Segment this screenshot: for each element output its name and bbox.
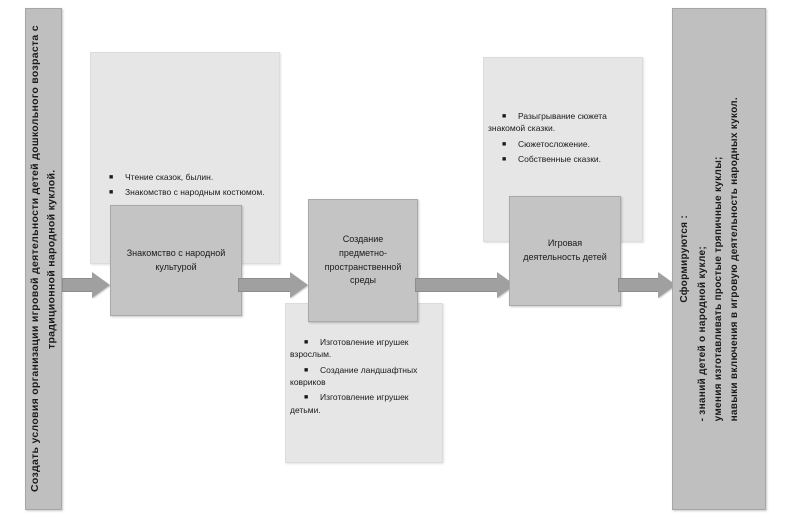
arrow-shaft: [415, 278, 499, 292]
stage-2-label: Создание предметно- пространственной сре…: [324, 233, 402, 286]
stage-3-label: Игровая деятельность детей: [523, 238, 607, 262]
list-item-label: Собственные сказки.: [518, 153, 602, 164]
goal-text-wrap: Создать условия организации игровой деят…: [26, 9, 61, 509]
result-lines: - знаний детей о народной кукле; умения …: [697, 96, 740, 422]
list-item-label: Изготовление игрушек детьми.: [290, 392, 409, 415]
arrow-shaft: [618, 278, 660, 292]
bullet-square-icon: ■: [304, 339, 309, 346]
bullet-square-icon: ■: [304, 366, 309, 374]
stage-box-1[interactable]: Знакомство с народной культурой: [110, 205, 242, 316]
result-label: Сформируются :: [679, 215, 690, 303]
note-2-body: ■Изготовление игрушек взрослым. ■Создани…: [286, 336, 442, 419]
note-1-body: ■ Чтение сказок, былин. ■ Знакомство с нар…: [91, 171, 279, 202]
list-item: ■ Сюжетосложение.: [488, 138, 636, 150]
list-item: ■Изготовление игрушек взрослым.: [290, 336, 436, 361]
list-item: ■Разыгрывание сюжета знакомой сказки.: [488, 110, 636, 135]
list-item: ■ Знакомство с народным костюмом.: [95, 186, 273, 198]
arrow-head: [658, 272, 676, 298]
arrow-shaft: [238, 278, 292, 292]
list-item: ■ Чтение сказок, былин.: [95, 171, 273, 183]
bullet-square-icon: ■: [502, 140, 507, 148]
note-3-body: ■Разыгрывание сюжета знакомой сказки. ■С…: [484, 110, 642, 168]
list-item-label: Разыгрывание сюжета знакомой сказки.: [488, 111, 607, 134]
list-item: ■Создание ландшафтных ковриков: [290, 364, 436, 389]
arrow-goal-to-stage1: [62, 272, 110, 298]
note-box-2: ■Изготовление игрушек взрослым. ■Создани…: [285, 303, 443, 463]
arrow-head: [290, 272, 308, 298]
arrow-stage1-to-stage2: [238, 272, 308, 298]
result-text-wrap: Сформируются : - знаний детей о народной…: [673, 9, 765, 509]
bullet-square-icon: ■: [502, 113, 507, 120]
list-item: ■Изготовление игрушек детьми.: [290, 391, 436, 416]
bullet-square-icon: ■: [109, 189, 114, 197]
arrow-stage3-to-result: [618, 272, 676, 298]
arrow-shaft: [62, 278, 94, 292]
stage-box-2[interactable]: Создание предметно- пространственной сре…: [308, 199, 418, 322]
stage-box-3[interactable]: Игровая деятельность детей: [509, 196, 621, 306]
list-item-label: Создание ландшафтных ковриков: [290, 364, 418, 387]
goal-endcap-box: Создать условия организации игровой деят…: [25, 8, 62, 510]
list-item-label: Изготовление игрушек взрослым.: [290, 337, 409, 360]
list-item-label: Знакомство с народным костюмом.: [125, 187, 265, 198]
result-endcap-box: Сформируются : - знаний детей о народной…: [672, 8, 766, 510]
bullet-square-icon: ■: [109, 174, 114, 181]
list-item: ■ Собственные сказки.: [488, 153, 636, 165]
bullet-square-icon: ■: [502, 155, 507, 163]
bullet-square-icon: ■: [304, 394, 309, 402]
stage-1-label: Знакомство с народной культурой: [126, 247, 226, 272]
goal-text: Создать условия организации игровой деят…: [29, 25, 58, 493]
list-item-label: Чтение сказок, былин.: [125, 172, 214, 182]
arrow-stage2-to-stage3: [415, 272, 515, 298]
arrow-head: [92, 272, 110, 298]
list-item-label: Сюжетосложение.: [518, 138, 590, 149]
